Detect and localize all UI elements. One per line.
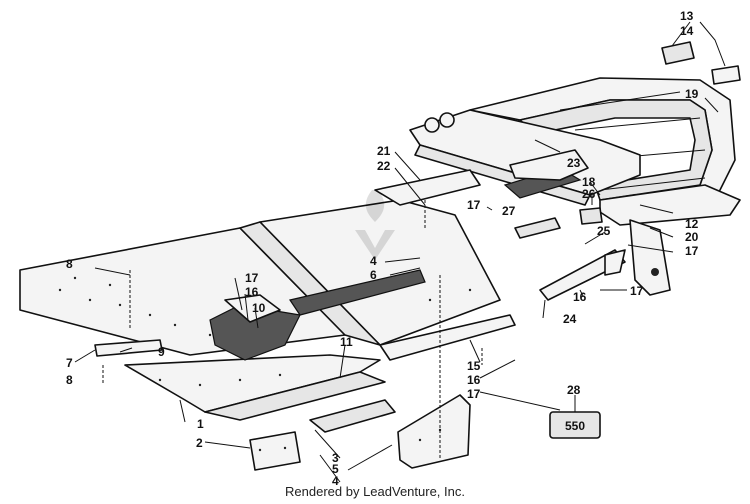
- callout-25: 25: [597, 224, 611, 238]
- callout-15: 15: [467, 359, 481, 373]
- side-bracket: [629, 219, 671, 296]
- callout-22: 22: [377, 159, 391, 173]
- callout-6: 6: [370, 268, 377, 282]
- callout-10: 10: [252, 301, 266, 315]
- watermark-logo: [355, 190, 395, 260]
- callout-17-right: 17: [630, 284, 644, 298]
- callout-labels: 1 2 3 4 4 5 6 7 8 8 9 10 11 12 13 14 15 …: [66, 9, 699, 488]
- callout-16-right: 16: [573, 290, 587, 304]
- callout-17-far: 17: [685, 244, 699, 258]
- callout-4-top: 4: [370, 254, 377, 268]
- callout-3: 3: [332, 451, 339, 465]
- callout-19: 19: [685, 87, 699, 101]
- rear-bumper-frame: [409, 77, 741, 226]
- callout-12: 12: [685, 217, 699, 231]
- callout-20: 20: [685, 230, 699, 244]
- hardware-pieces: 550: [94, 41, 741, 439]
- callout-5: 5: [332, 462, 339, 476]
- badge-text: 550: [565, 419, 585, 433]
- callout-18: 18: [582, 175, 596, 189]
- callout-2: 2: [196, 436, 203, 450]
- rivet-dots: [58, 276, 472, 452]
- callout-17-left: 17: [245, 271, 259, 285]
- callout-28: 28: [567, 383, 581, 397]
- callout-13: 13: [680, 9, 694, 23]
- callout-4-bottom: 4: [332, 474, 339, 488]
- callout-1: 1: [197, 417, 204, 431]
- callout-17-center: 17: [467, 387, 481, 401]
- callout-7: 7: [66, 356, 73, 370]
- callout-14: 14: [680, 24, 694, 38]
- callout-9: 9: [158, 345, 165, 359]
- callout-11: 11: [340, 335, 353, 349]
- callout-8-top: 8: [66, 257, 73, 271]
- callout-23: 23: [567, 156, 581, 170]
- callout-16-center: 16: [467, 373, 481, 387]
- callout-26: 26: [582, 187, 596, 201]
- callout-21: 21: [377, 144, 391, 158]
- callout-8-bottom: 8: [66, 373, 73, 387]
- callout-17-mid: 17: [467, 198, 481, 212]
- footer-credit: Rendered by LeadVenture, Inc.: [285, 484, 465, 499]
- callout-16-left: 16: [245, 285, 259, 299]
- tunnel-assembly: [19, 169, 516, 471]
- callout-27: 27: [502, 204, 516, 218]
- callout-24: 24: [563, 312, 577, 326]
- leader-lines: [74, 21, 726, 483]
